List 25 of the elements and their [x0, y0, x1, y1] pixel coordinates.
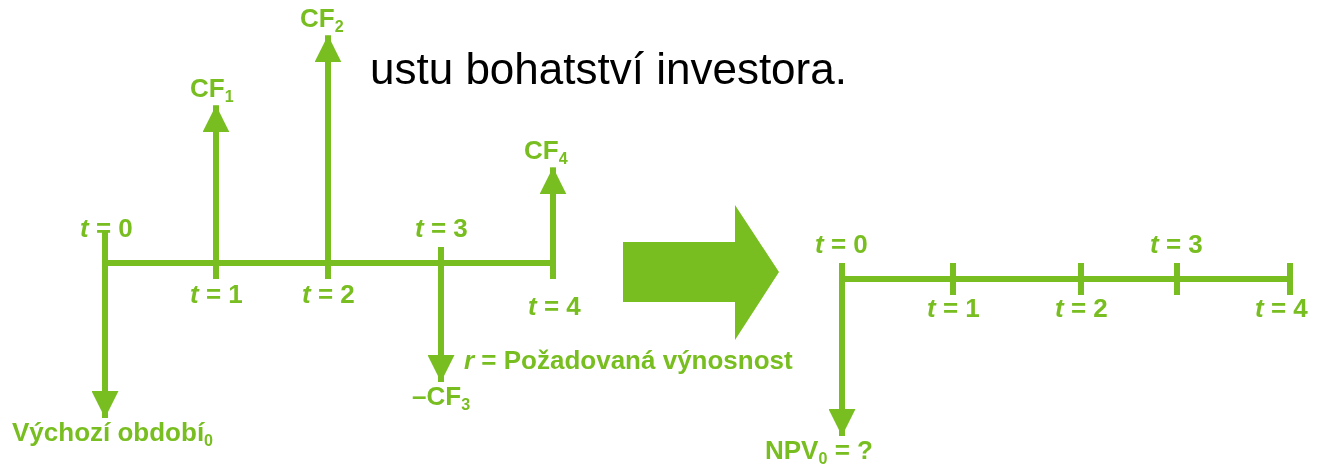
- time-label: t = 2: [1055, 294, 1108, 324]
- timeline: [839, 263, 1293, 295]
- time-label: t = 1: [190, 280, 243, 310]
- time-label: t = 2: [302, 280, 355, 310]
- cash-flow-arrow: [91, 263, 119, 418]
- cash-flow-arrow: [427, 263, 455, 382]
- time-label: t = 1: [927, 294, 980, 324]
- time-label: t = 3: [415, 214, 468, 244]
- time-label: t = 4: [1255, 294, 1308, 324]
- cash-flow-arrow: [202, 105, 230, 263]
- time-label: t = 4: [528, 292, 581, 322]
- cash-flow-arrow: [314, 35, 342, 263]
- cash-flow-arrow: [539, 167, 567, 263]
- value-label: CF$_{1}$: [190, 74, 234, 106]
- value-label: CF$_{2}$: [300, 4, 344, 36]
- block-arrow: [623, 205, 779, 340]
- value-label: –CF$_{3}$: [412, 382, 471, 414]
- cash-flow-arrow: [828, 279, 856, 436]
- value-label: NPV$_{0}$ = ?: [765, 436, 873, 468]
- time-label: t = 3: [1150, 230, 1203, 260]
- time-label: t = 0: [815, 230, 868, 260]
- text-line: ustu bohatství investora.: [370, 44, 847, 95]
- formula-label: r = Požadovaná výnosnost: [464, 346, 793, 376]
- value-label: Výchozí období$_{0}$: [12, 418, 214, 450]
- value-label: CF$_{4}$: [524, 136, 568, 168]
